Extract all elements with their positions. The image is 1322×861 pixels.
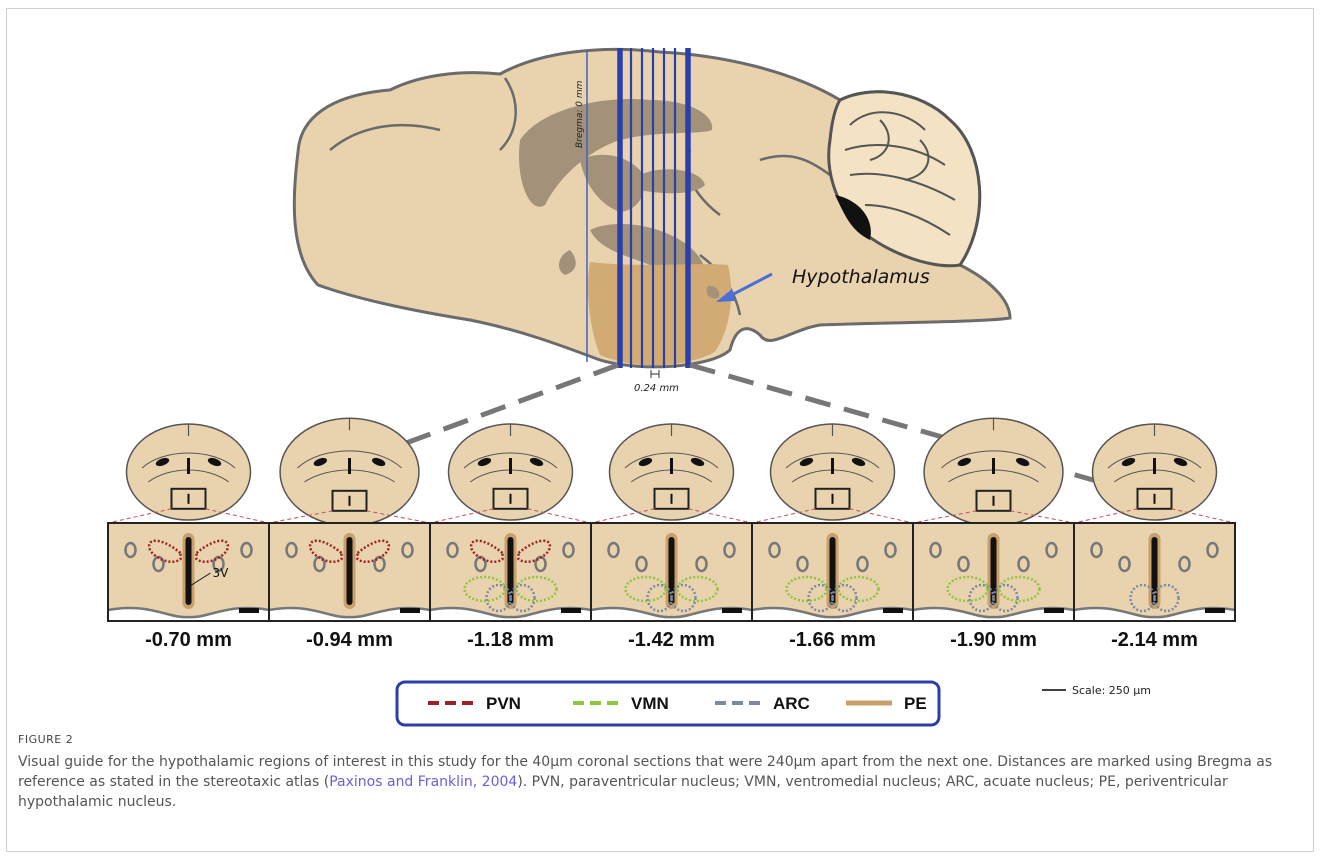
scale-label: Scale: 250 µm [1072,684,1151,697]
coronal-section: -1.90 mm [908,418,1079,651]
third-ventricle [1152,537,1158,605]
section-label: -1.90 mm [950,629,1037,651]
legend-label: PVN [486,694,521,713]
section-label: -0.94 mm [306,629,393,651]
panel-scale-bar [722,608,742,613]
zoom-panel [747,523,918,626]
panel-scale-bar [883,608,903,613]
figure-caption: Visual guide for the hypothalamic region… [18,752,1303,812]
coronal-sections: 3V -0.70 mm -0.94 mm -1.18 mm -1.42 mm -1.66 … [103,418,1240,651]
panel-scale-bar [400,608,420,613]
coronal-section: -0.94 mm [264,418,435,651]
spacing-label: 0.24 mm [634,383,679,394]
section-label: -0.70 mm [145,629,232,651]
panel-scale-bar [239,608,259,613]
zoom-panel [103,523,274,626]
third-ventricle [508,537,514,605]
coronal-section: -1.66 mm [747,424,918,651]
scale-indicator: Scale: 250 µm [1042,684,1151,697]
hypothalamus-label: Hypothalamus [792,266,930,288]
spacing-marker: 0.24 mm [634,370,679,394]
third-ventricle-label: 3V [213,566,230,580]
third-ventricle [186,537,192,605]
zoom-panel [425,523,596,626]
section-label: -1.66 mm [789,629,876,651]
coronal-section: -1.42 mm [586,424,757,651]
coronal-section: 3V -0.70 mm [103,424,274,651]
panel-scale-bar [561,608,581,613]
section-label: -2.14 mm [1111,629,1198,651]
coronal-section: -2.14 mm [1069,424,1240,651]
coronal-section: -1.18 mm [425,424,596,651]
figure-label: FIGURE 2 [18,733,73,746]
third-ventricle [347,537,353,605]
citation-link[interactable]: Paxinos and Franklin, 2004 [329,774,517,790]
legend-label: VMN [631,694,669,713]
zoom-panel [908,523,1079,626]
legend-label: ARC [773,694,810,713]
hypothalamus-region [588,262,731,365]
legend: PVN VMN ARC PE [397,682,939,725]
third-ventricle [669,537,675,605]
third-ventricle [991,537,997,605]
zoom-panel [264,523,435,626]
section-label: -1.42 mm [628,629,715,651]
panel-scale-bar [1205,608,1225,613]
zoom-panel [1069,523,1240,626]
bregma-label: Bregma: 0 mm [575,80,585,148]
figure-graphic: Bregma: 0 mm 0.24 mm Hypothalamus 3V -0.7… [0,0,1322,730]
zoom-panel [586,523,757,626]
panel-scale-bar [1044,608,1064,613]
third-ventricle [830,537,836,605]
sagittal-brain: Bregma: 0 mm 0.24 mm Hypothalamus [294,48,1010,394]
legend-label: PE [904,694,927,713]
section-label: -1.18 mm [467,629,554,651]
